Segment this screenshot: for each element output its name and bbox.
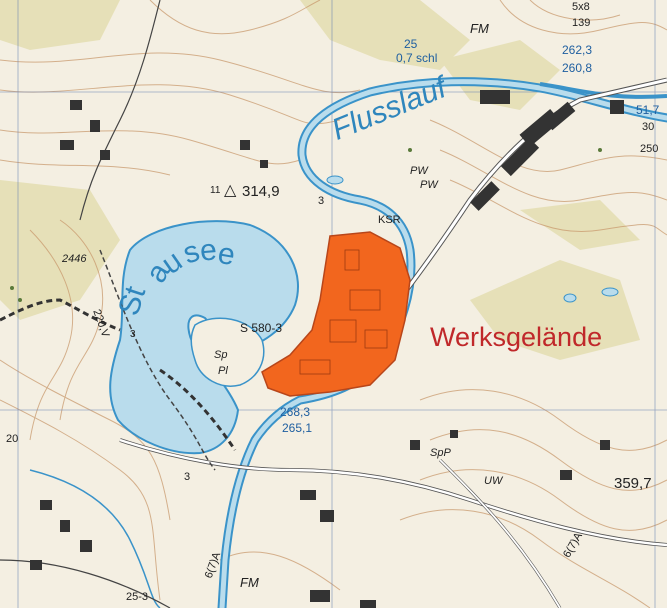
- label-268: 268,3: [280, 405, 311, 419]
- label-250: 250: [640, 143, 659, 155]
- label-sp: Sp: [214, 349, 228, 361]
- railway: [0, 298, 237, 451]
- label-260: 260,8: [562, 61, 593, 75]
- label-25-3: 25-3: [126, 591, 149, 603]
- ponds: [326, 175, 619, 303]
- label-ksr: KSR: [378, 214, 401, 226]
- river-flusslauf-inner: [219, 79, 667, 608]
- label-pw1: PW: [410, 165, 428, 177]
- label-s580: S 580-3: [240, 321, 283, 335]
- label-359: 359,7: [614, 475, 652, 492]
- label-werksgelaende: Werksgelände: [430, 322, 603, 352]
- label-20: 20: [6, 433, 19, 445]
- label-3-low: 3: [184, 471, 191, 483]
- label-stausee-e1: e: [198, 233, 219, 268]
- label-2446: 2446: [62, 253, 87, 265]
- label-3-left: 3: [130, 329, 136, 340]
- tree-symbols: [10, 148, 602, 302]
- label-pw2: PW: [420, 179, 438, 191]
- buildings: [30, 90, 624, 608]
- label-schl: 0,7 schl: [396, 51, 438, 65]
- trig-point-icon: △: [224, 182, 237, 199]
- forest-areas: [0, 0, 640, 360]
- label-11: 11: [210, 185, 221, 196]
- stream-left: [29, 469, 161, 608]
- label-elev-314: 314,9: [242, 183, 280, 200]
- label-262: 262,3: [562, 43, 593, 57]
- label-pl: Pl: [218, 365, 228, 377]
- label-uw: UW: [484, 475, 503, 487]
- label-30: 30: [642, 121, 655, 133]
- label-5x8: 5x8: [572, 1, 590, 13]
- label-3-mid: 3: [318, 195, 325, 207]
- label-fm-bottom: FM: [240, 575, 259, 590]
- label-fm-top: FM: [470, 21, 489, 36]
- site-building-outlines: [299, 249, 388, 375]
- reservoir-island: [190, 317, 265, 387]
- label-139: 139: [572, 17, 591, 29]
- label-265: 265,1: [282, 421, 313, 435]
- label-51: 51,7: [636, 103, 660, 117]
- site-werksgelaende-area: [261, 231, 411, 397]
- label-25: 25: [404, 37, 418, 51]
- label-spp: SpP: [430, 447, 451, 459]
